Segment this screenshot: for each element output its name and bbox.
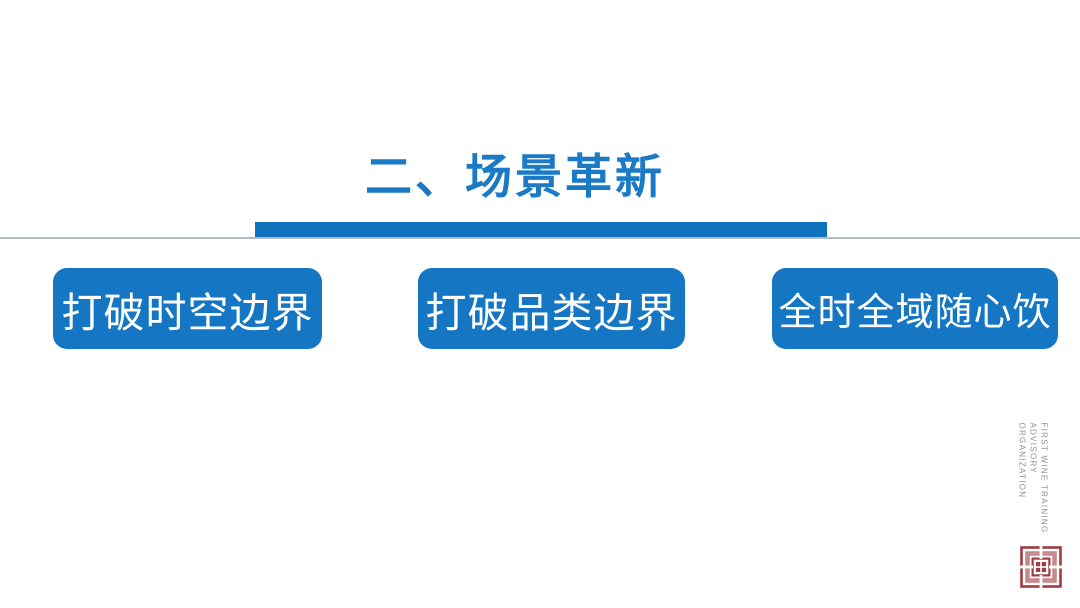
concept-box-anytime-anywhere: 全时全域随心饮 bbox=[772, 268, 1058, 349]
watermark-line: ORGANIZATION bbox=[1017, 422, 1027, 499]
watermark-line: FIRST WINE TRAINING bbox=[1039, 422, 1049, 534]
watermark-text: FIRST WINE TRAINING ADVISORY ORGANIZATIO… bbox=[1017, 422, 1050, 533]
concept-box-time-space: 打破时空边界 bbox=[53, 268, 322, 349]
watermark-line: ADVISORY bbox=[1028, 422, 1038, 475]
slide-title: 二、场景革新 bbox=[365, 150, 665, 203]
concept-box-category: 打破品类边界 bbox=[418, 268, 685, 349]
title-underline-bar bbox=[255, 222, 827, 239]
seal-logo-icon bbox=[1019, 545, 1063, 589]
horizontal-divider bbox=[0, 237, 1080, 239]
